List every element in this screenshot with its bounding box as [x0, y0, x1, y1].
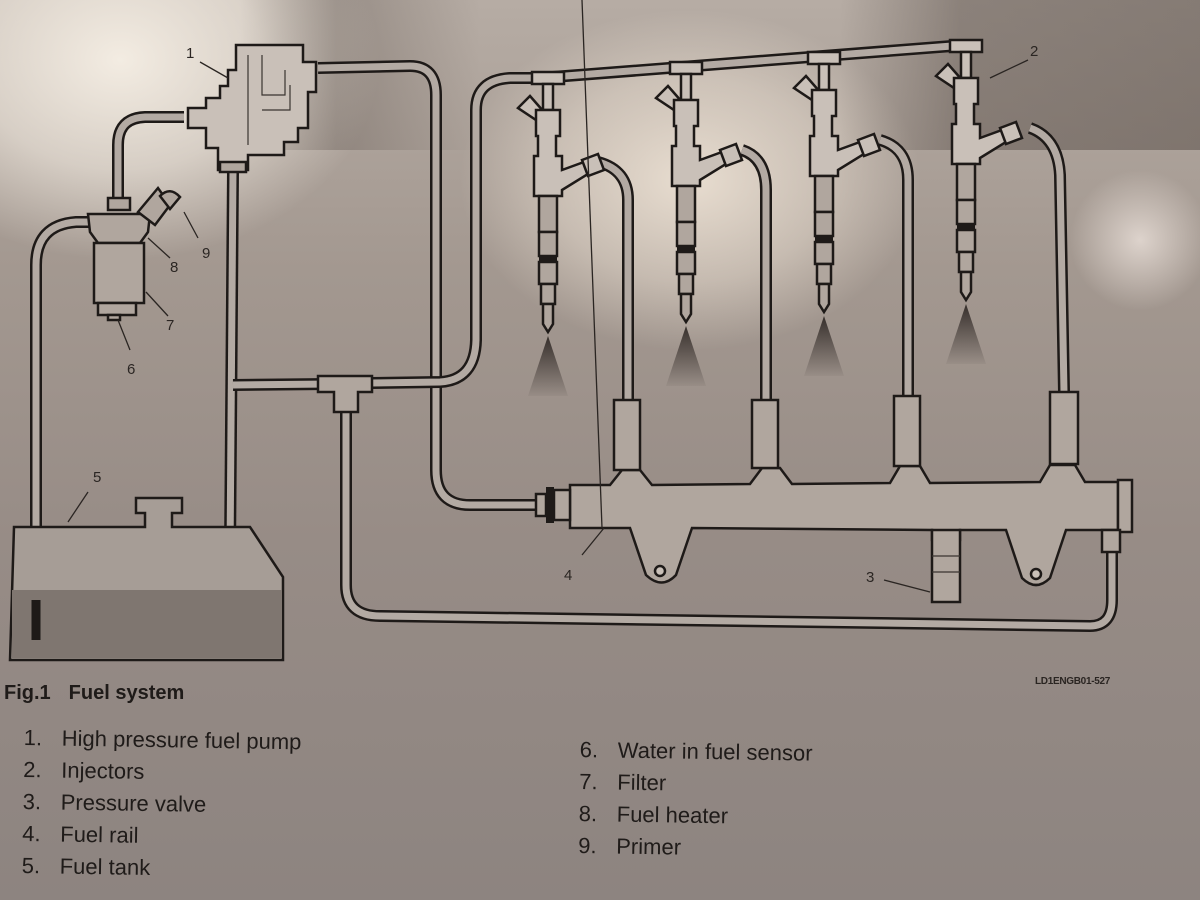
- pipes: [30, 39, 1118, 640]
- callout-9: 9: [202, 245, 210, 262]
- legend-right-column: 6.Water in fuel sensor 7.Filter 8.Fuel h…: [578, 734, 813, 866]
- injector: [792, 50, 882, 376]
- spray-cone: [804, 316, 844, 376]
- legend-item: 4.Fuel rail: [22, 820, 139, 848]
- fuel-tank: [8, 496, 285, 662]
- hp-line-3: [878, 134, 914, 395]
- callouts: 1 2 3 4 5 6 7 8 9: [67, 0, 1038, 593]
- fuel-filter-assembly: [86, 185, 182, 322]
- spray-cone: [528, 336, 568, 396]
- legend-item: 5.Fuel tank: [21, 852, 151, 880]
- pipe-leakoff-header: [232, 39, 966, 391]
- pressure-valve: [930, 528, 962, 604]
- callout-2: 2: [1030, 43, 1038, 60]
- figure-reference-code: LD1ENGB01-527: [1035, 676, 1111, 687]
- callout-1: 1: [186, 45, 194, 62]
- callout-5: 5: [93, 469, 101, 486]
- legend-left-column: 1.High pressure fuel pump 2.Injectors 3.…: [21, 722, 302, 886]
- legend-item: 1.High pressure fuel pump: [23, 724, 302, 755]
- injector-band: [539, 256, 557, 262]
- callout-4: 4: [564, 567, 572, 584]
- legend-item: 7.Filter: [579, 768, 667, 796]
- callout-7: 7: [166, 317, 174, 334]
- figure-number: Fig.1: [4, 682, 51, 704]
- callout-3: 3: [866, 569, 874, 586]
- fuel-rail: [534, 390, 1134, 604]
- injector: [516, 70, 606, 396]
- injector-band: [677, 246, 695, 252]
- hp-line-1: [596, 156, 634, 400]
- legend-item: 6.Water in fuel sensor: [579, 736, 813, 766]
- legend-item: 9.Primer: [578, 832, 682, 860]
- callout-6: 6: [127, 361, 135, 378]
- figure-caption: Fig.1 Fuel system: [4, 682, 184, 705]
- legend-item: 3.Pressure valve: [22, 788, 207, 817]
- tee-fitting: [316, 374, 374, 414]
- injectors: [516, 38, 1024, 396]
- injector: [934, 38, 1024, 364]
- injector-band: [815, 236, 833, 242]
- pipe-filter-to-pump: [112, 111, 184, 200]
- spray-cone: [666, 326, 706, 386]
- hp-line-2: [739, 144, 772, 400]
- callout-8: 8: [170, 259, 178, 276]
- legend-item: 2.Injectors: [23, 756, 145, 784]
- legend-item: 8.Fuel heater: [578, 800, 729, 829]
- spray-cone: [946, 304, 986, 364]
- figure-title: Fuel system: [68, 682, 185, 704]
- injector: [654, 60, 744, 386]
- injector-band: [957, 224, 975, 230]
- high-pressure-pump: [186, 43, 318, 174]
